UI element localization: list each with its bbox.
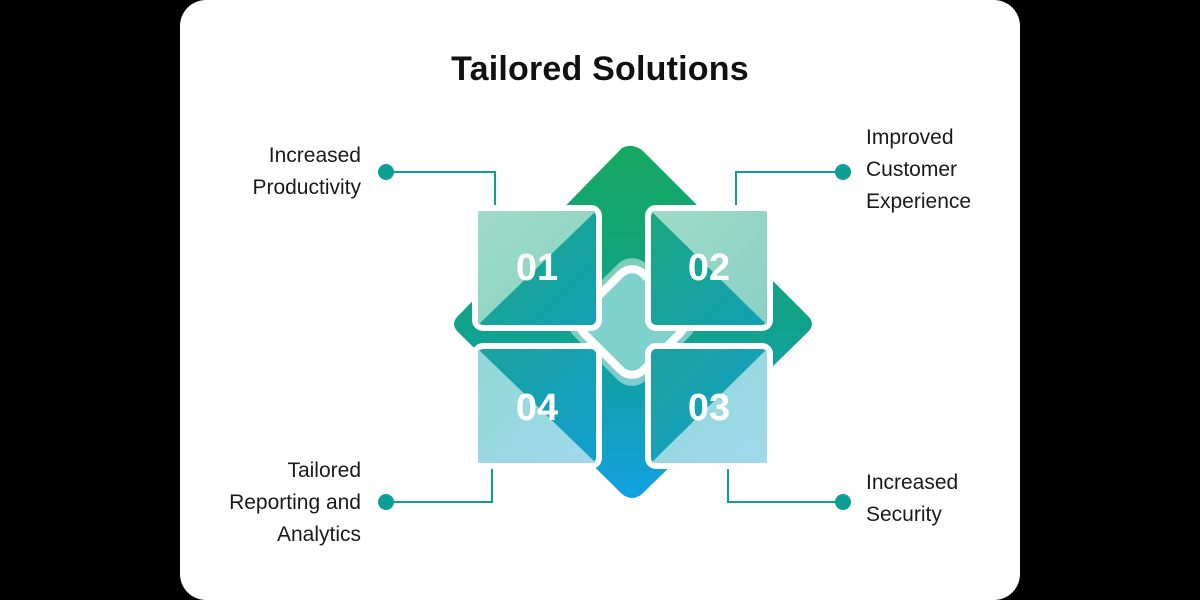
label-02-line-2: Customer bbox=[866, 158, 958, 181]
label-02: Improved Customer Experience bbox=[866, 122, 971, 218]
label-01-line-2: Productivity bbox=[252, 176, 361, 199]
connector-02 bbox=[735, 171, 843, 212]
label-04: Tailored Reporting and Analytics bbox=[229, 455, 361, 551]
label-04-line-1: Tailored bbox=[287, 459, 361, 482]
label-04-line-2: Reporting and bbox=[229, 491, 361, 514]
label-02-line-1: Improved bbox=[866, 126, 954, 149]
tile-03: 03 bbox=[645, 343, 773, 469]
label-03: Increased Security bbox=[866, 467, 958, 531]
connector-dots bbox=[378, 164, 851, 510]
label-04-line-3: Analytics bbox=[276, 523, 361, 546]
connector-01 bbox=[386, 171, 496, 212]
label-01-line-1: Increased bbox=[268, 144, 361, 167]
connector-dot-02 bbox=[835, 164, 851, 180]
connector-dot-03 bbox=[835, 494, 851, 510]
label-03-line-1: Increased bbox=[866, 471, 959, 494]
page-title: Tailored Solutions bbox=[451, 50, 749, 88]
connector-04 bbox=[386, 466, 493, 503]
connector-dot-04 bbox=[378, 494, 394, 510]
tile-number-02: 02 bbox=[688, 247, 730, 289]
tile-number-03: 03 bbox=[688, 387, 730, 429]
tile-02: 02 bbox=[645, 205, 773, 331]
tile-number-01: 01 bbox=[516, 247, 558, 289]
label-02-line-3: Experience bbox=[866, 190, 972, 213]
connector-dot-01 bbox=[378, 164, 394, 180]
tile-number-04: 04 bbox=[516, 387, 558, 429]
connector-lines bbox=[386, 171, 843, 503]
tile-04: 04 bbox=[472, 343, 602, 469]
label-01: Increased Productivity bbox=[252, 140, 361, 204]
tile-01: 01 bbox=[472, 205, 602, 331]
connector-03 bbox=[727, 466, 843, 503]
label-03-line-2: Security bbox=[866, 503, 942, 526]
